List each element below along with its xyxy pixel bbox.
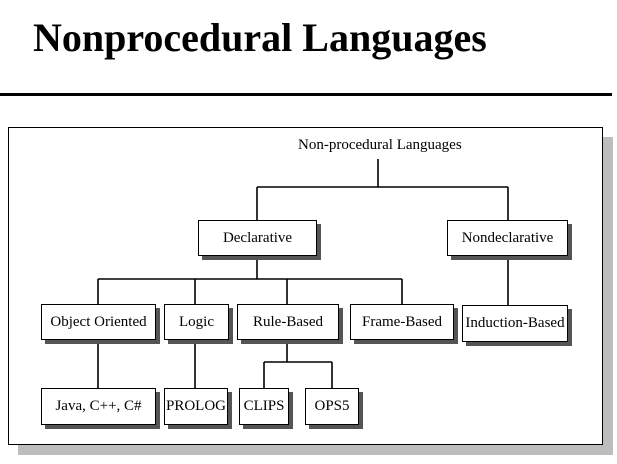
- node-induction-based: Induction-Based: [462, 305, 568, 342]
- node-rule-based: Rule-Based: [237, 304, 339, 340]
- root-node-label: Non-procedural Languages: [298, 137, 462, 153]
- node-logic: Logic: [164, 304, 229, 340]
- node-object-oriented: Object Oriented: [41, 304, 156, 340]
- title-divider: [0, 93, 612, 96]
- node-ops5: OPS5: [305, 388, 359, 425]
- node-declarative: Declarative: [198, 220, 317, 256]
- node-clips: CLIPS: [239, 388, 289, 425]
- node-java-cpp-csharp: Java, C++, C#: [41, 388, 156, 425]
- node-nondeclarative: Nondeclarative: [447, 220, 568, 256]
- slide-title: Nonprocedural Languages: [33, 15, 487, 60]
- node-prolog: PROLOG: [164, 388, 228, 425]
- node-frame-based: Frame-Based: [350, 304, 454, 340]
